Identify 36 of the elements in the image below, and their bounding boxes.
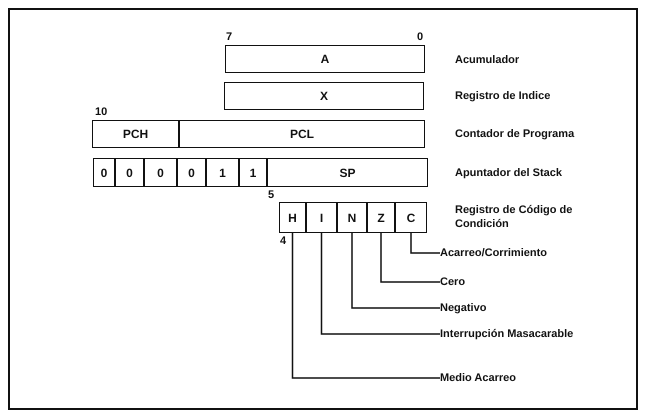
leader-line [351,233,440,309]
leader-line [320,233,440,335]
bit-cell: 0 [93,158,115,187]
bit-number: 5 [268,188,274,202]
bit-number: 4 [280,234,286,248]
bit-cell: 0 [144,158,177,187]
register-field: X [224,82,424,110]
register-name: Apuntador del Stack [455,166,562,180]
flag-description: Acarreo/Corrimiento [440,246,590,260]
flag-bit-cell: N [337,202,367,233]
register-name: Contador de Programa [455,127,574,141]
leader-line [380,233,440,283]
bit-number: 0 [417,30,424,44]
flag-bit-cell: H [279,202,306,233]
register-field: SP [267,158,428,187]
bit-number: 7 [226,30,232,44]
register-field: A [225,45,425,73]
flag-bit-cell: C [395,202,427,233]
register-field: PCL [179,120,425,148]
bit-cell: 0 [115,158,144,187]
bit-cell: 1 [239,158,267,187]
bit-cell: 1 [206,158,239,187]
flag-description: Cero [440,275,590,289]
leader-line [410,233,440,254]
register-name: Registro de Código de Condición [455,203,574,231]
bit-cell: 0 [177,158,206,187]
leader-line [292,233,440,379]
flag-description: Interrupción Masacarable [440,327,580,341]
register-name: Registro de Indice [455,89,550,103]
flag-description: Medio Acarreo [440,371,590,385]
register-name: Acumulador [455,53,520,67]
register-field: PCH [92,120,179,148]
bit-number: 10 [95,105,108,119]
flag-description: Negativo [440,301,590,315]
flag-bit-cell: Z [367,202,395,233]
flag-bit-cell: I [306,202,337,233]
